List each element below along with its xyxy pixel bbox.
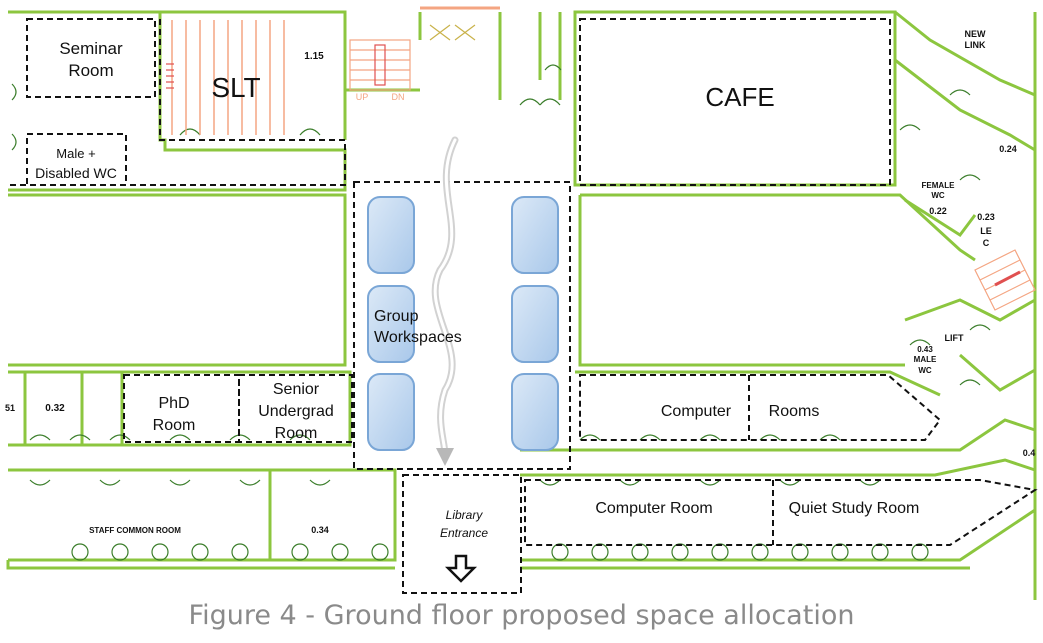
new-link-label-1: NEW <box>965 29 987 39</box>
room-024-label: 0.24 <box>999 144 1017 154</box>
group-tables <box>367 196 559 451</box>
floor-plan: Seminar Room SLT 1.15 UP DN Male + Disab… <box>5 6 1038 600</box>
room-034-label: 0.34 <box>311 525 329 535</box>
male-wc-label-1: Male + <box>56 146 95 161</box>
allocation-outlines <box>8 18 1038 594</box>
male-wc2-label-2: MALE <box>914 355 937 364</box>
table-1 <box>367 196 415 274</box>
flow-arrow <box>431 136 459 466</box>
group-workspaces-label-2: Workspaces <box>374 329 462 346</box>
entrance-arrow-icon <box>444 554 478 583</box>
senior-ug-label-1: Senior <box>273 381 320 398</box>
group-workspaces-label-1: Group <box>374 308 419 325</box>
male-wc2-label-1: 0.43 <box>917 345 933 354</box>
table-3 <box>367 373 415 451</box>
lift-label: LIFT <box>945 333 964 343</box>
library-entrance-label-1: Library <box>446 508 484 522</box>
new-link-label-2: LINK <box>965 40 986 50</box>
room-s1-label: 51 <box>5 403 15 413</box>
slt-label: SLT <box>211 72 260 103</box>
rooms-label: Rooms <box>769 403 820 420</box>
table-4 <box>511 196 559 274</box>
computer-label: Computer <box>661 403 732 420</box>
phd-room-label-1: PhD <box>158 395 189 412</box>
dn-label: DN <box>392 92 405 102</box>
room-04-label: 0.4 <box>1023 448 1036 458</box>
group-workspaces-outline <box>353 181 571 470</box>
figure-caption: Figure 4 - Ground floor proposed space a… <box>188 600 855 631</box>
female-wc-label-2: WC <box>931 191 945 200</box>
male-wc-outline <box>26 133 127 186</box>
ic-label: C <box>983 238 990 248</box>
seminar-room-label-2: Room <box>68 61 113 80</box>
up-label: UP <box>356 92 369 102</box>
room-labels: Seminar Room SLT 1.15 UP DN Male + Disab… <box>5 29 1035 540</box>
staff-common-room-label: STAFF COMMON ROOM <box>89 526 181 535</box>
female-wc-label-3: 0.22 <box>929 206 947 216</box>
stairs-right <box>974 249 1036 311</box>
computer-quiet-outline <box>524 479 1038 546</box>
library-entrance-outline <box>402 474 522 594</box>
quiet-study-room-label: Quiet Study Room <box>789 500 920 517</box>
seminar-room-label-1: Seminar <box>59 39 123 58</box>
phd-room-outline <box>123 374 240 443</box>
cafe-label: CAFE <box>705 82 774 112</box>
female-wc-label-1: FEMALE <box>922 181 956 190</box>
seminar-room-outline <box>26 18 156 98</box>
room-032-label: 0.32 <box>45 403 65 414</box>
table-6 <box>511 373 559 451</box>
ale-label: LE <box>980 226 992 236</box>
library-entrance-label-2: Entrance <box>440 526 488 540</box>
slt-seating-lines <box>171 20 285 135</box>
room-115-label: 1.15 <box>304 51 324 62</box>
slt-steps <box>166 63 174 89</box>
room-023-label: 0.23 <box>977 212 995 222</box>
wall-details <box>11 64 991 561</box>
slt-area-outline <box>8 19 346 186</box>
cafe-outline <box>579 18 891 186</box>
senior-ug-label-3: Room <box>275 425 318 442</box>
computer-room-label: Computer Room <box>595 500 712 517</box>
male-wc-label-2: Disabled WC <box>35 165 117 181</box>
phd-room-label-2: Room <box>153 417 196 434</box>
table-2 <box>367 285 415 363</box>
senior-ug-label-2: Undergrad <box>258 403 334 420</box>
male-wc2-label-3: WC <box>918 366 932 375</box>
stairs-top <box>349 6 500 91</box>
computer-rooms-outline <box>579 374 942 441</box>
table-5 <box>511 285 559 363</box>
